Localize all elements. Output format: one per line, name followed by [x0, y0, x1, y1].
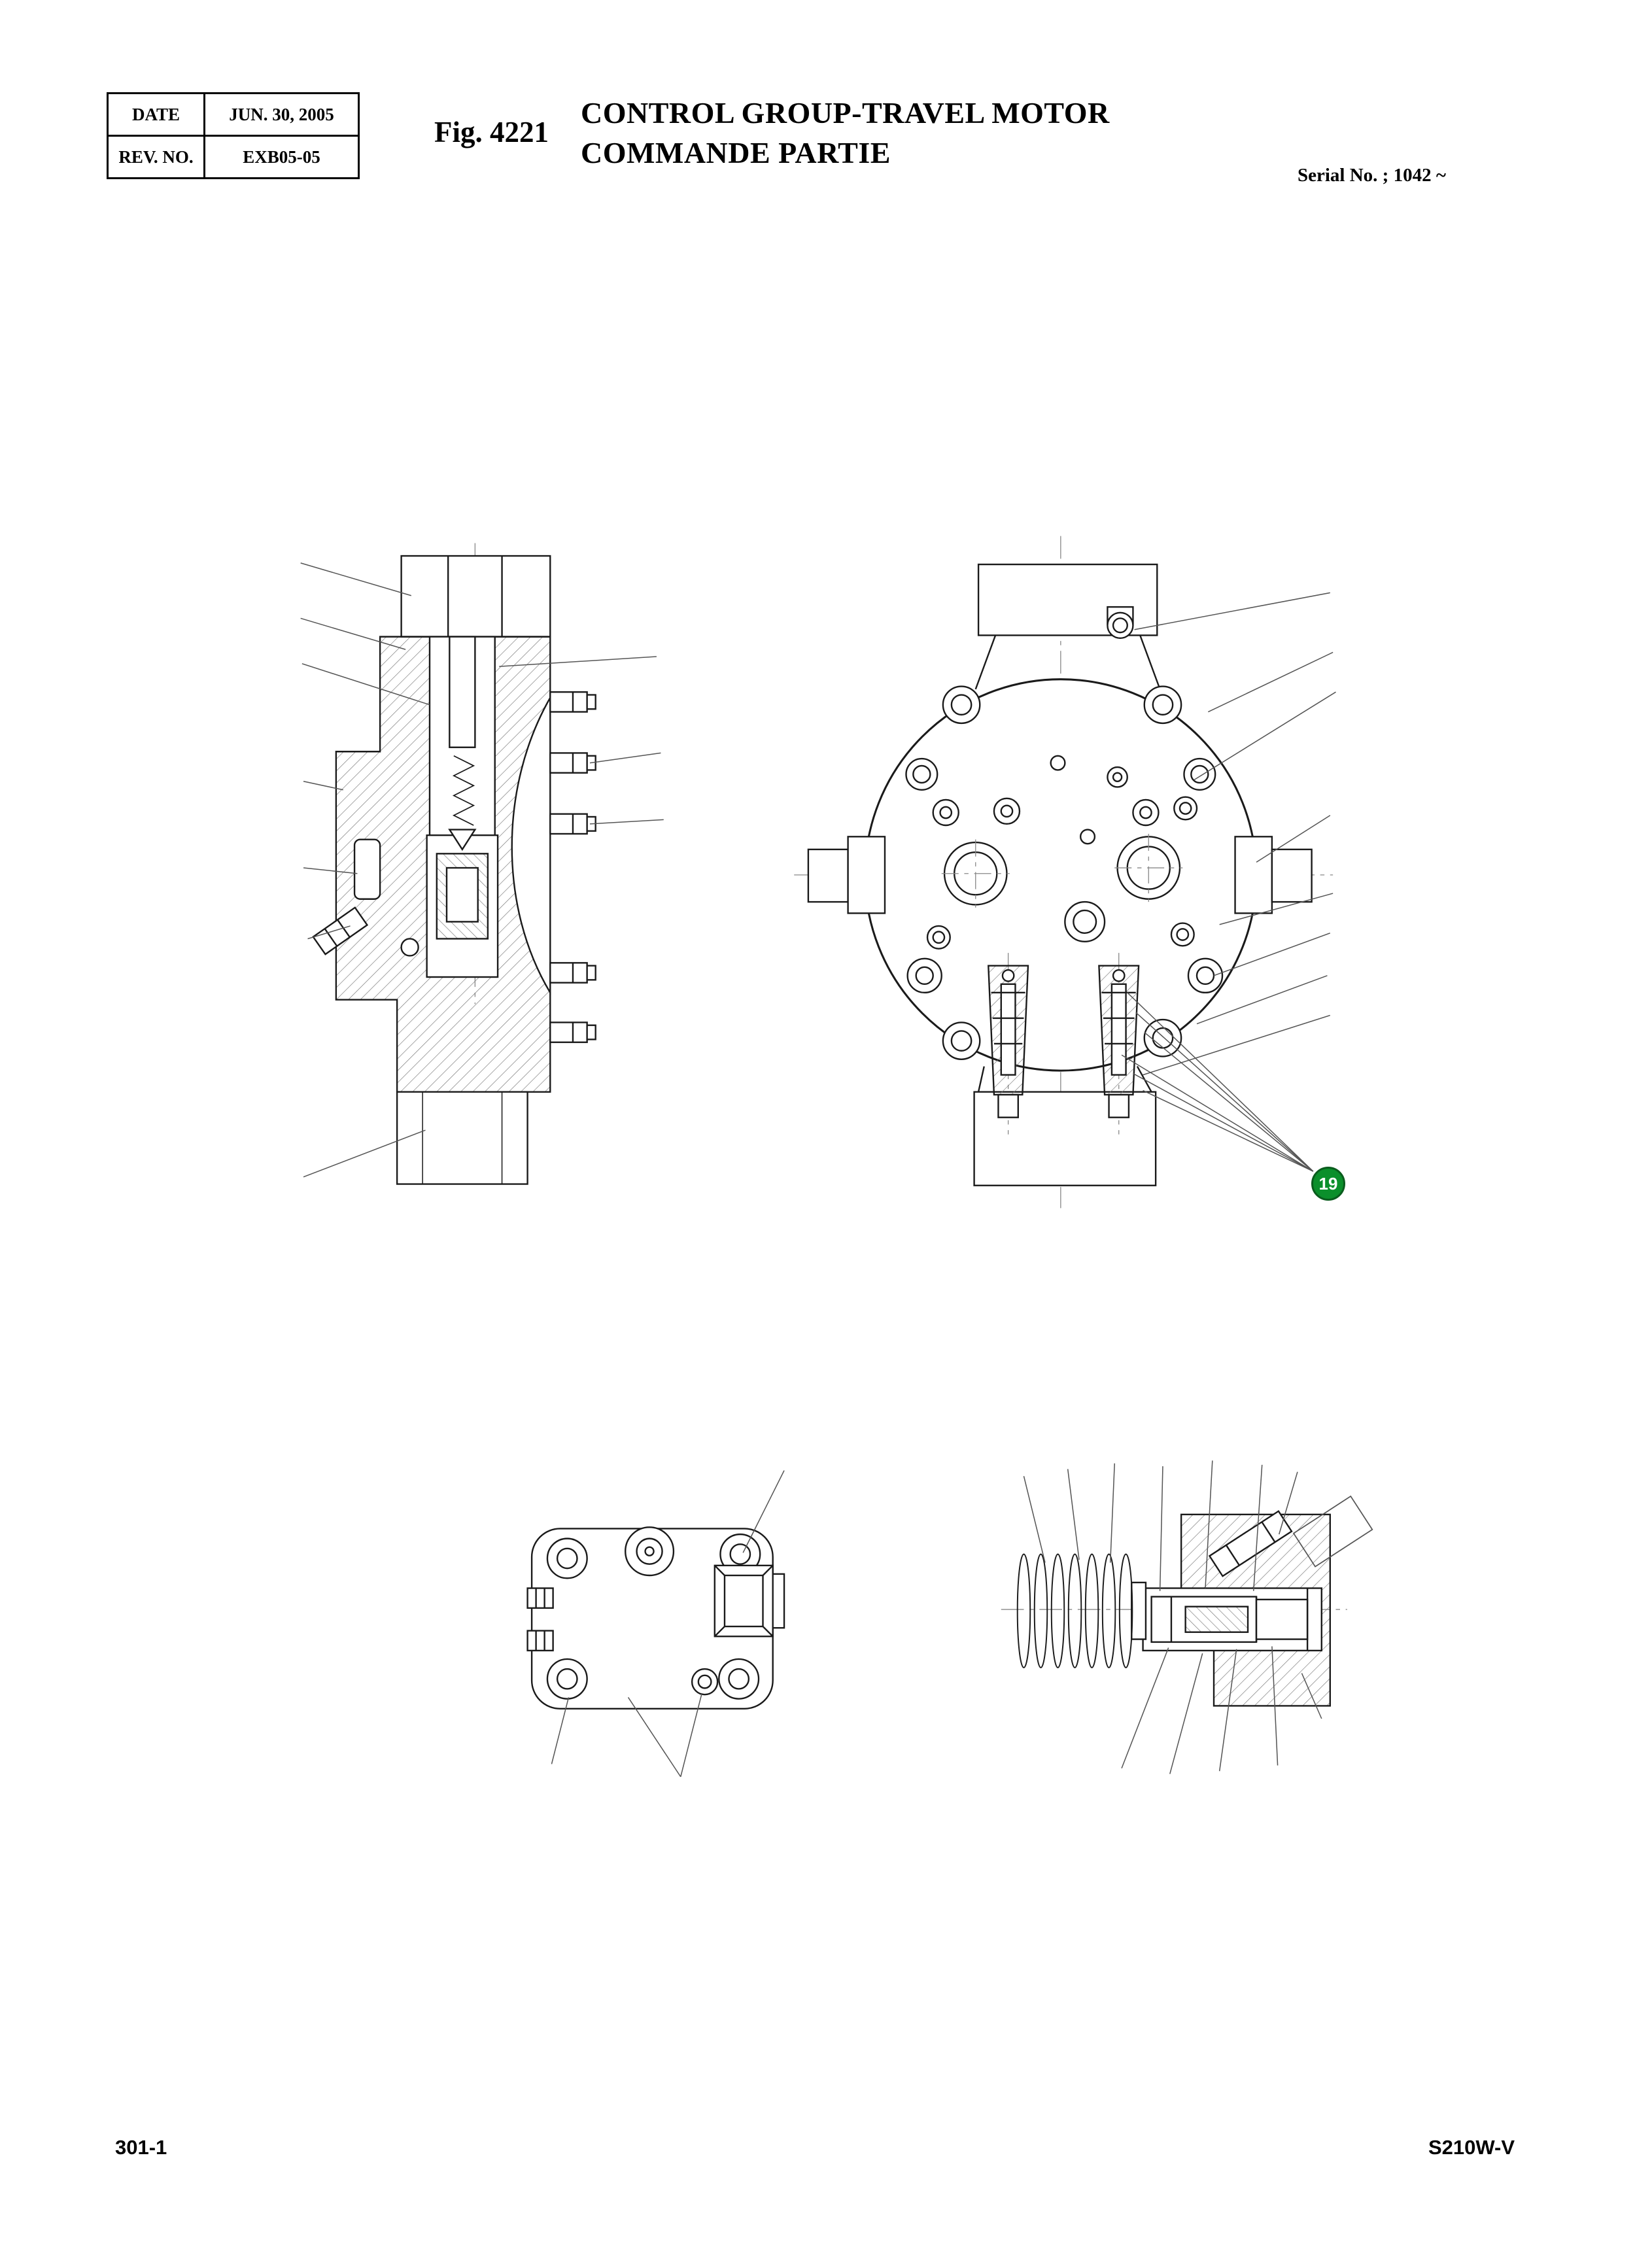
- title-line-1: CONTROL GROUP-TRAVEL MOTOR: [581, 96, 1110, 129]
- table-row: REV. NO. EXB05-05: [107, 135, 360, 179]
- poppet-section: [1184, 1605, 1249, 1633]
- part-callout-badge-19[interactable]: 19: [1311, 1167, 1345, 1201]
- cover-plate-view: [526, 1526, 785, 1710]
- rev-no-label: REV. NO.: [107, 135, 205, 179]
- title-line-2: COMMANDE PARTIE: [581, 136, 891, 169]
- check-ball: [400, 938, 419, 957]
- front-view: [794, 536, 1334, 1209]
- page-title: CONTROL GROUP-TRAVEL MOTOR COMMANDE PART…: [581, 93, 1110, 173]
- side-ports: [549, 691, 596, 1043]
- rev-no-value: EXB05-05: [203, 135, 360, 179]
- spring-seat: [1131, 1581, 1147, 1640]
- leader-lines: [300, 562, 1336, 1777]
- date-label: DATE: [107, 92, 205, 137]
- right-port: [1234, 836, 1313, 914]
- date-value: JUN. 30, 2005: [203, 92, 360, 137]
- hex-plugs: [526, 1587, 554, 1652]
- table-row: DATE JUN. 30, 2005: [107, 92, 360, 137]
- relief-valve-section-view: [1001, 1495, 1373, 1707]
- model-code: S210W-V: [1428, 2136, 1515, 2159]
- side-section-view: [312, 543, 596, 1185]
- spring-symbol: [452, 755, 475, 826]
- top-flange: [400, 555, 551, 638]
- spool-right: [1098, 953, 1140, 1135]
- bottom-flange: [396, 1091, 528, 1185]
- spool-stem: [449, 636, 476, 748]
- coil-spring: [1016, 1553, 1133, 1668]
- page-number: 301-1: [115, 2136, 167, 2159]
- tilted-detail-box: [1292, 1495, 1373, 1568]
- figure-number: Fig. 4221: [434, 116, 549, 148]
- angled-plug: [1208, 1510, 1293, 1577]
- left-port: [807, 836, 886, 914]
- square-port: [714, 1564, 785, 1638]
- revision-table: DATE JUN. 30, 2005 REV. NO. EXB05-05: [107, 92, 360, 179]
- serial-number: Serial No. ; 1042 ~: [1298, 165, 1446, 186]
- housing-outline: [864, 678, 1258, 1072]
- angled-fitting: [312, 906, 369, 955]
- spool-left: [988, 953, 1029, 1135]
